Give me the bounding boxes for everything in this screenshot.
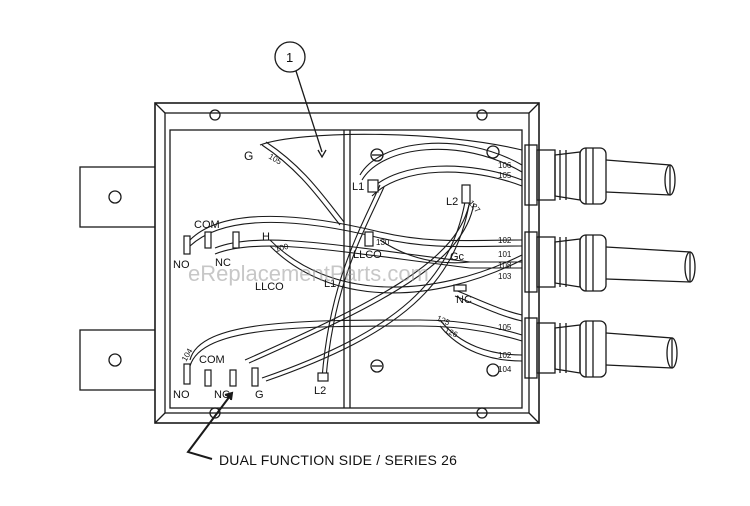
label-l1-lower: L1: [324, 278, 336, 290]
label-l2-top: L2: [446, 196, 458, 208]
wire-number: 102: [498, 351, 512, 360]
cable-gland-bottom: [524, 317, 678, 379]
terminal-labels: G L1 L2 COM NO NC H LLCO L1 LLCO Gc NC C…: [173, 149, 472, 401]
cable-gland-middle: [524, 231, 696, 293]
junction-box: [154, 102, 540, 424]
mounting-tab-bottom: [79, 329, 159, 391]
wire-number: 101: [498, 250, 512, 259]
label-l1: L1: [352, 181, 364, 193]
label-com-top: COM: [194, 219, 220, 231]
wire-number-labels: 105 106 105 100 130 102 101 108 103 125 …: [180, 152, 512, 374]
callout-balloon: [274, 41, 327, 159]
label-llco-right: LLCO: [353, 249, 382, 261]
label-h: H: [262, 231, 270, 243]
wire-number: 105: [498, 323, 512, 332]
label-nc-bottom: NC: [214, 389, 230, 401]
wire-number: 103: [498, 272, 512, 281]
cable-gland-top: [524, 144, 676, 206]
label-g-top: G: [244, 149, 253, 163]
wire-number: 130: [376, 238, 390, 247]
label-llco-left: LLCO: [255, 281, 284, 293]
wire-number: 108: [498, 261, 512, 270]
label-gc: Gc: [450, 251, 465, 263]
callout-number: 1: [286, 50, 293, 65]
wire-number: 104: [498, 365, 512, 374]
mounting-tab-top: [79, 166, 159, 228]
wire-number: 105: [498, 171, 512, 180]
wire-number: 102: [498, 236, 512, 245]
label-nc-right: NC: [456, 294, 472, 306]
caption-leader: [186, 391, 234, 460]
label-com-bottom: COM: [199, 354, 225, 366]
watermark: eReplacementParts.com: [188, 261, 429, 286]
label-no-bottom: NO: [173, 389, 190, 401]
wire-harness: [189, 133, 523, 382]
terminal-posts: [183, 179, 471, 387]
label-no-top: NO: [173, 259, 190, 271]
wire-number: 100: [274, 242, 290, 254]
diagram-caption: DUAL FUNCTION SIDE / SERIES 26: [219, 452, 458, 468]
label-nc-top: NC: [215, 257, 231, 269]
wire-number: 106: [498, 161, 512, 170]
label-l2-bottom: L2: [314, 385, 326, 397]
label-g-bottom: G: [255, 389, 264, 401]
